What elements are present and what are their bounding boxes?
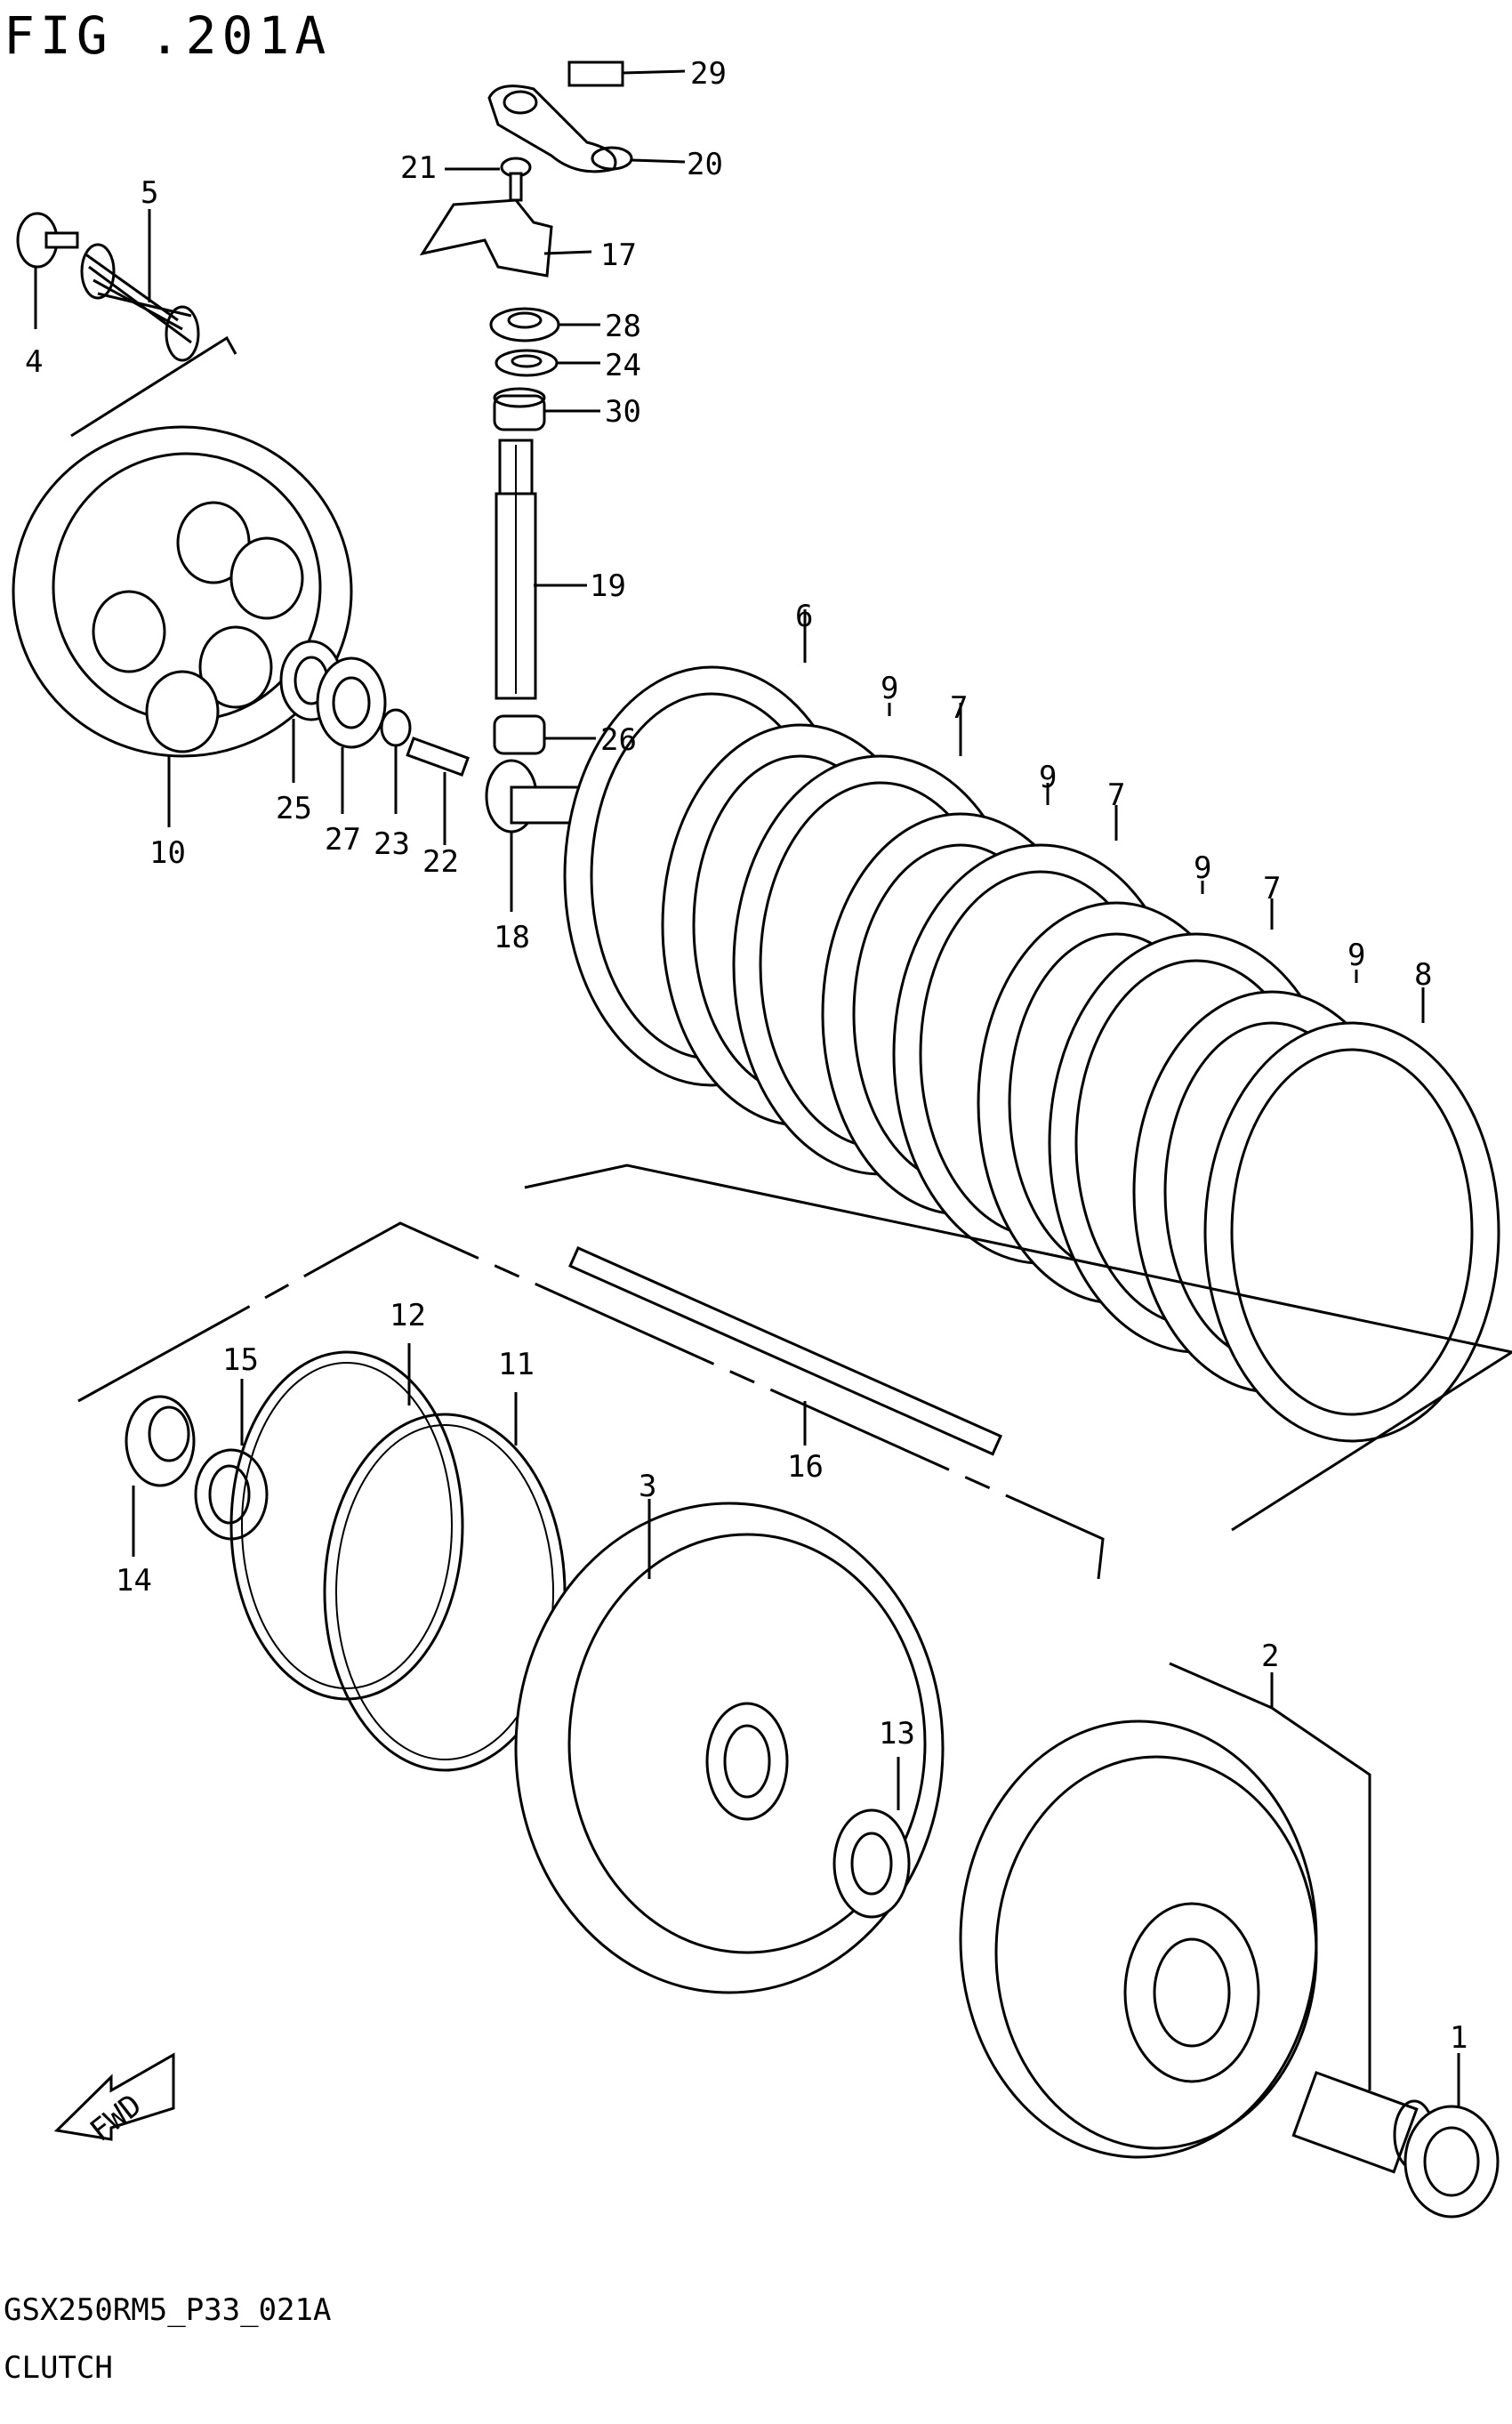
callout-19: 19 — [590, 568, 626, 604]
callout-25: 25 — [276, 791, 312, 826]
callout-10: 10 — [149, 835, 186, 871]
callout-26: 26 — [600, 722, 637, 758]
callout-12: 12 — [390, 1298, 426, 1333]
callout-9b: 9 — [1039, 760, 1057, 795]
callout-11: 11 — [498, 1347, 535, 1382]
callout-23: 23 — [374, 826, 410, 862]
callout-20: 20 — [687, 147, 723, 182]
callout-7a: 7 — [950, 690, 968, 726]
callout-8: 8 — [1414, 957, 1432, 993]
callout-9c: 9 — [1194, 850, 1211, 886]
callout-16: 16 — [787, 1449, 824, 1485]
bearing-28 — [489, 307, 600, 342]
nut-23 — [380, 708, 412, 814]
release-bolt-29 — [567, 60, 686, 87]
release-shaft-19 — [495, 439, 587, 700]
callout-7b: 7 — [1107, 777, 1125, 813]
callout-4: 4 — [25, 344, 43, 380]
callout-18: 18 — [494, 920, 530, 955]
rod-bracket — [77, 1221, 1105, 1580]
callout-30: 30 — [605, 394, 641, 430]
callout-28: 28 — [605, 309, 641, 344]
thrust-washer-1 — [1403, 2053, 1500, 2219]
clutch-spring-5 — [80, 209, 200, 362]
release-arm-20 — [487, 85, 686, 173]
callout-2: 2 — [1261, 1639, 1279, 1674]
push-rod-16 — [568, 1246, 1003, 1456]
o-ring-12 — [229, 1343, 464, 1701]
plate-17 — [419, 198, 592, 278]
figure-title: FIG .201A — [4, 5, 332, 66]
callout-15: 15 — [222, 1342, 259, 1378]
callout-1: 1 — [1450, 2020, 1468, 2056]
callout-14: 14 — [116, 1563, 152, 1599]
callout-labels: 1 2 3 4 5 6 7 7 7 8 9 9 9 9 10 11 12 13 … — [25, 56, 1468, 2056]
callout-5: 5 — [141, 175, 158, 211]
plate-stack-bracket — [524, 1164, 1512, 1532]
primary-driven-gear-2 — [959, 1662, 1371, 2159]
drive-plate-8 — [1203, 987, 1500, 1443]
callout-21: 21 — [400, 150, 437, 186]
callout-6: 6 — [795, 599, 813, 634]
callout-9d: 9 — [1347, 938, 1365, 973]
callout-22: 22 — [422, 844, 459, 880]
needle-bearing-30 — [493, 387, 600, 431]
callout-3: 3 — [639, 1469, 656, 1504]
screw-21 — [445, 157, 532, 202]
callout-24: 24 — [605, 348, 641, 383]
callout-9a: 9 — [881, 671, 898, 706]
callout-13: 13 — [879, 1716, 915, 1752]
callout-7c: 7 — [1263, 871, 1281, 906]
callout-27: 27 — [325, 822, 361, 858]
washer-24 — [495, 349, 600, 377]
nut-14 — [125, 1395, 196, 1557]
adjust-screw-22 — [406, 737, 470, 845]
spring-bolt-4 — [16, 212, 79, 329]
diagram-caption: CLUTCH — [4, 2350, 113, 2386]
callout-17: 17 — [600, 238, 637, 273]
pressure-plate-10 — [12, 425, 353, 827]
spring-bracket-line — [70, 335, 237, 438]
callout-29: 29 — [690, 56, 727, 92]
drawing-code: GSX250RM5_P33_021A — [4, 2292, 332, 2328]
thrust-washer-13 — [832, 1757, 911, 1919]
needle-bearing-26 — [493, 714, 596, 755]
fwd-arrow-icon: FWD — [53, 2052, 175, 2149]
thrust-bearing-27 — [316, 656, 387, 814]
